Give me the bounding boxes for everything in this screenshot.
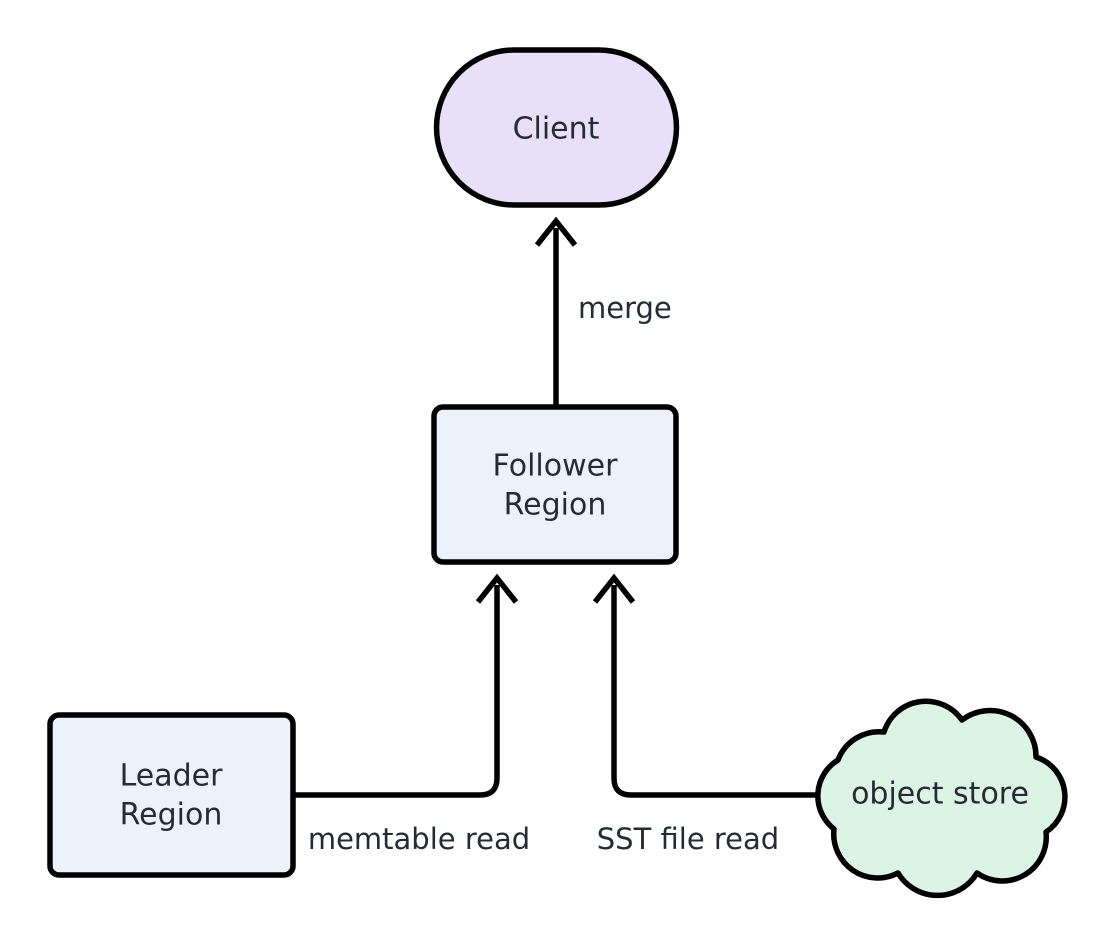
- arrowhead-up-to-follower-left: [475, 573, 519, 604]
- follower-region-shape[interactable]: [431, 404, 679, 565]
- edge-objectstore-to-follower-path: [611, 585, 820, 798]
- edge-label-merge: merge: [578, 291, 672, 325]
- object-store-cloud-shape[interactable]: [815, 698, 1068, 899]
- edge-leader-to-follower: [293, 573, 519, 798]
- node-client[interactable]: Client: [433, 47, 680, 208]
- follower-region-label-line1: Follower: [493, 449, 619, 484]
- edge-objectstore-to-follower: [592, 573, 820, 798]
- client-shape[interactable]: [433, 47, 680, 208]
- edge-leader-to-follower-path: [293, 585, 500, 798]
- object-store-label: object store: [851, 777, 1029, 812]
- edge-label-sst-file-read: SST file read: [597, 822, 779, 856]
- leader-region-shape[interactable]: [47, 712, 296, 878]
- follower-region-label-line2: Region: [504, 488, 607, 523]
- node-object-store[interactable]: object store: [815, 698, 1068, 899]
- leader-region-label-line1: Leader: [120, 759, 224, 794]
- node-leader-region[interactable]: Leader Region: [47, 712, 296, 878]
- arrowhead-up-to-follower-right: [592, 573, 636, 604]
- edge-label-memtable-read: memtable read: [308, 822, 530, 856]
- arrowhead-up-to-client: [534, 216, 578, 247]
- leader-region-label-line2: Region: [120, 798, 223, 833]
- node-follower-region[interactable]: Follower Region: [431, 404, 679, 565]
- edge-follower-to-client: [534, 216, 578, 407]
- client-label: Client: [513, 112, 600, 147]
